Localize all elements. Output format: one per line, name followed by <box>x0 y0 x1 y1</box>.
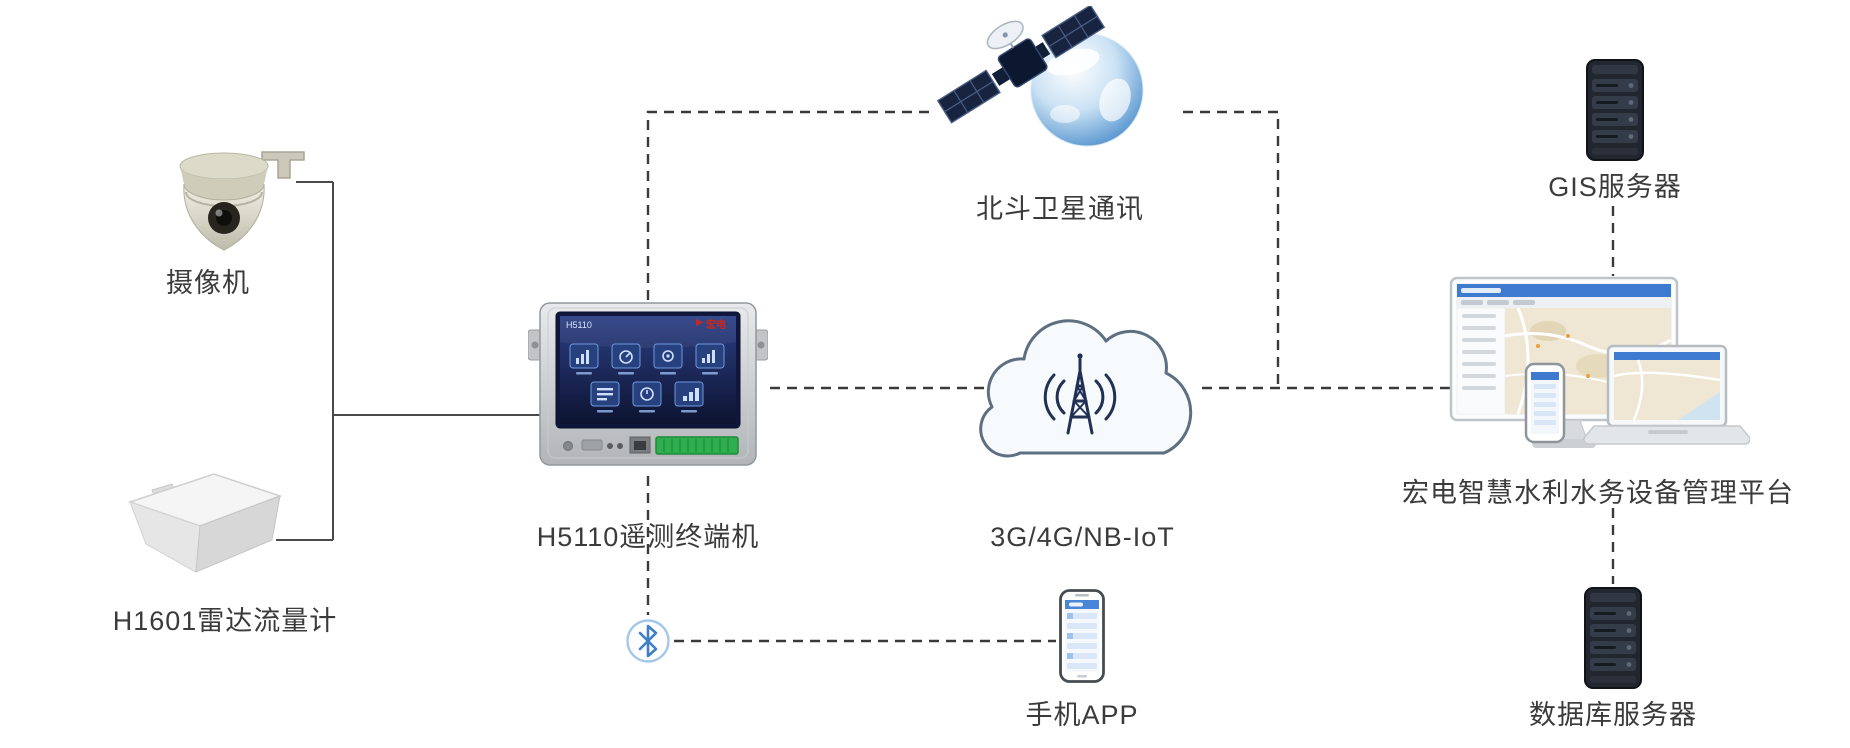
database-server-node <box>1580 586 1646 690</box>
ptz-dome-camera-icon <box>179 151 305 251</box>
cloud-signal-tower-icon <box>979 319 1193 458</box>
management-platform-label: 宏电智慧水利水务设备管理平台 <box>1402 478 1794 508</box>
server-tower-icon <box>1584 587 1642 689</box>
gis-server-label: GIS服务器 <box>1548 172 1682 202</box>
link-satellite-platform <box>1183 110 1280 388</box>
database-server-label: 数据库服务器 <box>1529 700 1697 730</box>
terminal-ports <box>563 436 739 455</box>
radar-flow-meter-icon <box>127 473 283 573</box>
rtu-terminal-node: H5110 宏电 <box>527 300 769 472</box>
cellular-network-node <box>950 293 1215 485</box>
beidou-satellite-label: 北斗卫星通讯 <box>976 194 1144 224</box>
camera-node <box>152 126 312 262</box>
brand-flag-icon <box>696 319 703 326</box>
mobile-app-node <box>1058 588 1106 684</box>
laptop-icon <box>1583 344 1751 445</box>
server-tower-icon <box>1586 59 1644 161</box>
telemetry-terminal-icon: H5110 宏电 <box>527 302 769 466</box>
camera-label: 摄像机 <box>166 268 250 298</box>
radar-flow-meter-node <box>112 466 292 586</box>
terminal-screen-title: H5110 <box>566 320 592 330</box>
bluetooth-node <box>624 617 672 665</box>
cellular-network-label: 3G/4G/NB-IoT <box>990 522 1175 552</box>
screen-app-tiles <box>569 343 725 413</box>
signal-tower-icon <box>1043 357 1117 435</box>
smartphone-app-icon <box>1059 589 1105 683</box>
workstation-devices-icon <box>1449 276 1751 448</box>
satellite-body <box>936 4 1106 124</box>
green-terminal-block <box>655 436 739 455</box>
bluetooth-icon <box>626 619 670 663</box>
beidou-satellite-node <box>935 4 1185 168</box>
rtu-terminal-label: H5110遥测终端机 <box>536 522 760 552</box>
satellite-globe-icon <box>936 4 1144 147</box>
radar-flow-meter-label: H1601雷达流量计 <box>112 606 338 636</box>
platform-phone-icon <box>1524 362 1566 444</box>
management-platform-node <box>1448 276 1751 468</box>
link-terminal-satellite <box>646 110 936 300</box>
terminal-screen-brand: 宏电 <box>706 318 726 331</box>
mobile-app-label: 手机APP <box>1025 700 1139 730</box>
gis-server-node <box>1582 58 1648 162</box>
